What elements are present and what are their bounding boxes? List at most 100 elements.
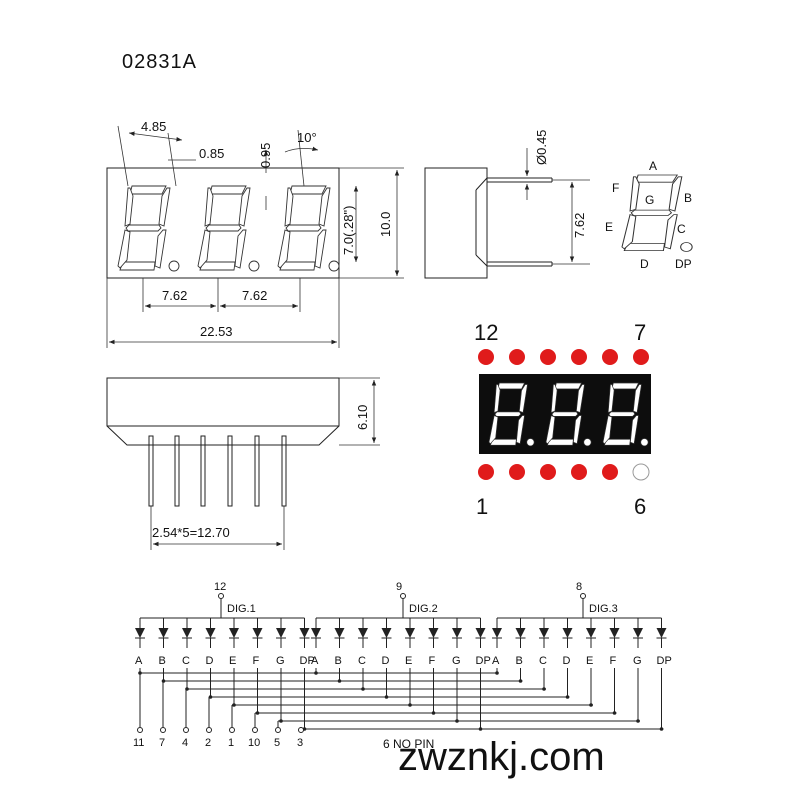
segment-label: D: [382, 655, 390, 667]
common-pin-number: 8: [576, 581, 582, 593]
junction: [255, 711, 260, 715]
segment-pin-number: 1: [228, 737, 234, 749]
segment-label: D: [563, 655, 571, 667]
segment-label: E: [229, 655, 236, 667]
led-diode: [452, 628, 462, 638]
led-diode: [656, 628, 667, 638]
led-diode: [405, 628, 415, 638]
pin-layout: 12 7 1 6: [474, 320, 651, 519]
junction: [495, 671, 499, 675]
dim-085: 0.85: [199, 146, 224, 161]
seg-label-dp: DP: [675, 257, 692, 271]
seg-label-f: F: [612, 181, 619, 195]
top-left-pin: 12: [474, 320, 498, 345]
watermark: zwznkj.com: [398, 735, 605, 779]
led-diode: [539, 628, 549, 638]
junction: [518, 679, 523, 683]
led-diode: [492, 628, 502, 638]
common-pin-number: 12: [214, 581, 226, 593]
dim-762a: 7.62: [162, 288, 187, 303]
segment-pin-terminal: [275, 727, 281, 733]
junction: [337, 679, 342, 683]
segment-pin-terminal: [183, 727, 189, 733]
segment-pin-terminal: [206, 727, 212, 733]
junction: [384, 695, 389, 699]
dim-pitch: 2.54*5=12.70: [152, 525, 230, 540]
segment-label: F: [253, 655, 260, 667]
junction: [431, 711, 436, 715]
pin-dot-bottom-2: [509, 464, 525, 480]
pin-dot-top-2: [509, 349, 525, 365]
led-diode: [135, 628, 145, 638]
segment-pin-terminal: [298, 727, 304, 733]
no-pin-note: 6 NO PIN: [383, 737, 434, 751]
led-diode: [276, 628, 286, 638]
junction: [232, 703, 236, 707]
segment-label: D: [206, 655, 214, 667]
segment-pin-number: 7: [159, 737, 165, 749]
led-diode: [334, 628, 345, 638]
dim-angle: 10°: [297, 130, 317, 145]
segment-pin-number: 10: [248, 737, 260, 749]
seg-label-g: G: [645, 193, 654, 207]
junction: [361, 687, 365, 691]
led-diode: [562, 628, 573, 638]
junction: [279, 719, 283, 723]
segment-pin-number: 5: [274, 737, 280, 749]
segment-pin-number: 3: [297, 737, 303, 749]
dim-side-762: 7.62: [572, 213, 587, 238]
led-diode: [299, 628, 310, 638]
led-diode: [182, 628, 192, 638]
dim-095: 0.95: [258, 143, 273, 168]
digit-label: DIG.3: [589, 603, 618, 615]
pin-dot-bottom-4: [571, 464, 587, 480]
led-diode: [381, 628, 392, 638]
top-right-pin: 7: [634, 320, 646, 345]
dim-pin-dia: Ø0.45: [534, 130, 549, 165]
digit-label: DIG.1: [227, 603, 256, 615]
segment-pin-terminal: [137, 727, 143, 733]
dim-char-height: 7.0(.28"): [341, 206, 356, 255]
pin-dot-bottom-1: [478, 464, 494, 480]
segment-label: C: [358, 655, 366, 667]
segment-legend: A B C D E F G DP: [605, 159, 693, 271]
junction: [478, 727, 483, 731]
pin-dot-top-1: [478, 349, 494, 365]
bottom-pin-dots: [478, 463, 650, 481]
junction: [659, 727, 664, 731]
part-number: 02831A: [122, 51, 197, 73]
bottom-right-pin: 6: [634, 494, 646, 519]
dim-610: 6.10: [355, 405, 370, 430]
segment-label: DP: [657, 655, 672, 667]
seg-label-a: A: [649, 159, 657, 173]
pin-dot-bottom-3: [540, 464, 556, 480]
pin-dot-bottom-6: [632, 463, 650, 481]
junction: [565, 695, 570, 699]
common-pin-terminal: [580, 593, 586, 599]
dim-100: 10.0: [378, 212, 393, 237]
dim-2253: 22.53: [200, 324, 233, 339]
junction: [314, 671, 318, 675]
junction: [636, 719, 640, 723]
led-diode: [229, 628, 239, 638]
top-pin-dots: [478, 349, 649, 365]
segment-pin-terminal: [229, 727, 235, 733]
segment-label: E: [586, 655, 593, 667]
front-view: 4.85 0.85 0.95 10° 7.0(.28") 10.0 7.62 7…: [106, 119, 404, 348]
segment-label: G: [452, 655, 461, 667]
junction: [612, 711, 617, 715]
segment-label: DP: [300, 655, 315, 667]
dim-485: 4.85: [141, 119, 166, 134]
segment-label: F: [610, 655, 617, 667]
segment-label: F: [429, 655, 436, 667]
junction: [542, 687, 546, 691]
segment-label: C: [182, 655, 190, 667]
junction: [589, 703, 593, 707]
led-diode: [609, 628, 620, 638]
segment-label: B: [159, 655, 166, 667]
junction: [455, 719, 459, 723]
led-diode: [252, 628, 263, 638]
dim-762b: 7.62: [242, 288, 267, 303]
segment-label: C: [539, 655, 547, 667]
